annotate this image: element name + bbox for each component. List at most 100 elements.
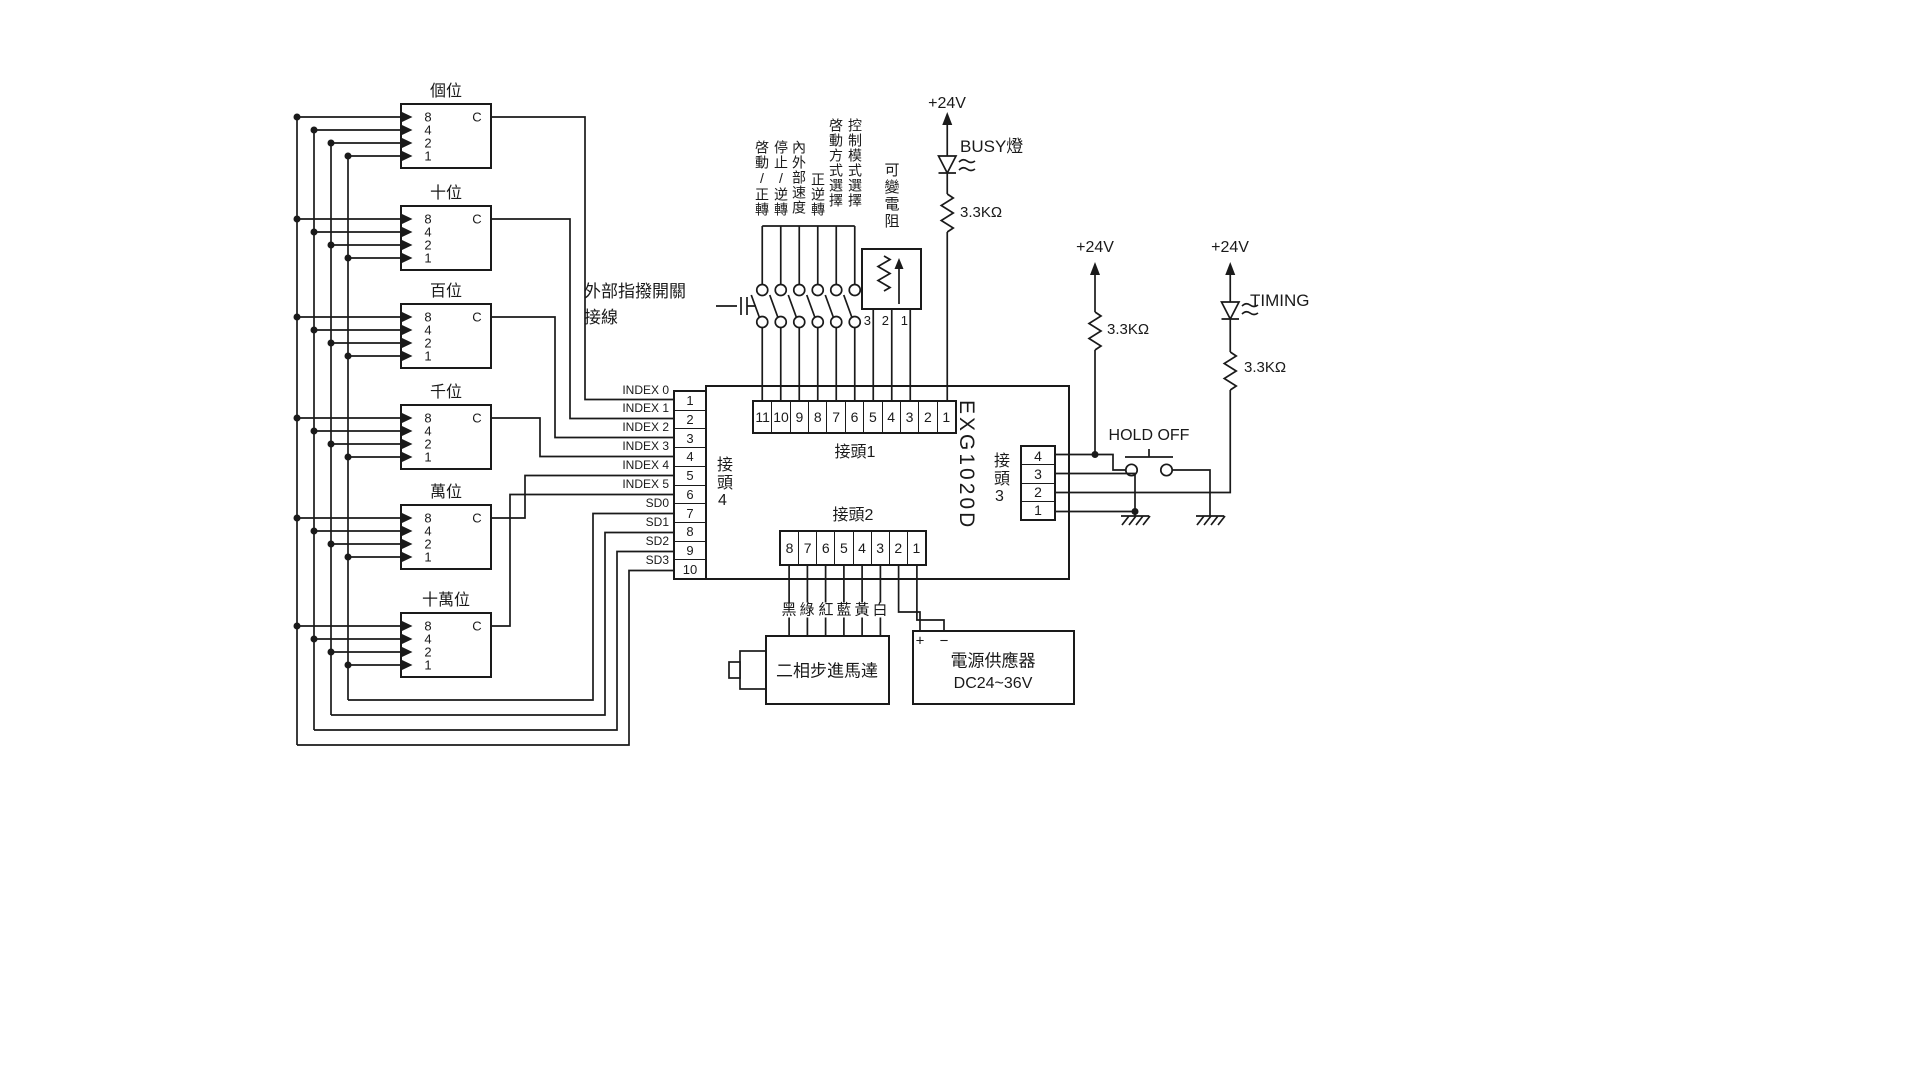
psu-rating: DC24~36V <box>953 675 1033 692</box>
vr-box <box>861 248 922 310</box>
switch-pin-label: 1 <box>424 449 432 465</box>
connector2-pin: 8 <box>785 540 794 556</box>
signal-label-index3: INDEX 3 <box>622 439 669 453</box>
thumbwheel-switch-thousands: 8 4 2 1 C <box>400 404 492 470</box>
connector3-pin: 3 <box>1022 464 1054 482</box>
vr-pin-label: 3 <box>863 313 871 328</box>
signal-label-sd3: SD3 <box>645 553 669 567</box>
connector2-wires <box>788 566 945 635</box>
switch-title-units: 個位 <box>429 83 463 100</box>
connector4-label: 接頭4 <box>714 456 731 511</box>
dip-function-3: 內外部速度 <box>791 140 807 215</box>
thumbwheel-switch-units: 8 4 2 1 C <box>400 103 492 169</box>
motor-box <box>765 635 890 705</box>
switch-pin-label: 4 <box>424 523 432 539</box>
switch-pin-label: 2 <box>424 644 432 660</box>
connector2-pin: 5 <box>834 532 852 564</box>
psu-name: 電源供應器 <box>950 651 1036 671</box>
switch-pin-label: 8 <box>424 309 432 325</box>
switch-common-label: C <box>472 618 482 634</box>
connector3-pin: 2 <box>1022 482 1054 501</box>
connector2: 8 7 6 5 4 3 2 1 <box>779 530 927 566</box>
switch-title-hundredthousands: 十萬位 <box>421 592 471 609</box>
switch-pin-label: 2 <box>424 335 432 351</box>
switch-pin-label: 2 <box>424 237 432 253</box>
connector1-pin: 3 <box>899 402 918 432</box>
connector4-pin: 2 <box>675 409 705 429</box>
switch-pin-label: 4 <box>424 322 432 338</box>
switch-pin-label: 4 <box>424 631 432 647</box>
switch-common-label: C <box>472 309 482 325</box>
signal-label-index5: INDEX 5 <box>622 477 669 491</box>
signal-label-sd1: SD1 <box>645 515 669 529</box>
switch-pin-label: 2 <box>424 436 432 452</box>
connector1-pin: 11 <box>755 409 770 425</box>
busy-supply-label: +24V <box>928 95 966 112</box>
thumbwheel-arrows <box>402 112 413 670</box>
motor-label: 二相步進馬達 <box>776 661 878 681</box>
switch-pin-label: 1 <box>424 549 432 565</box>
connector1-pin: 6 <box>844 402 863 432</box>
signal-label-sd2: SD2 <box>645 534 669 548</box>
connector4-pin: 1 <box>686 393 694 409</box>
connector4: 1 2 3 4 5 6 7 8 9 10 <box>673 390 707 580</box>
switch-pin-label: 1 <box>424 348 432 364</box>
switch-common-label: C <box>472 410 482 426</box>
switch-title-thousands: 千位 <box>429 384 463 401</box>
signal-label-index0: INDEX 0 <box>622 383 669 397</box>
connector4-pin: 9 <box>675 540 705 560</box>
motor-shaft <box>728 650 767 690</box>
thumbwheel-switch-hundredthousands: 8 4 2 1 C <box>400 612 492 678</box>
switch-common-label: C <box>472 211 482 227</box>
busy-led-circuit <box>937 112 976 400</box>
connector2-pin: 6 <box>816 532 834 564</box>
connector2-pin: 4 <box>852 532 871 564</box>
signal-label-index2: INDEX 2 <box>622 420 669 434</box>
junction-dots <box>293 113 1139 669</box>
dip-function-1: 啓動/正轉 <box>754 140 770 217</box>
connector3: 4 3 2 1 <box>1020 445 1056 521</box>
vr-label: 可變電阻 <box>882 162 900 230</box>
ground-symbols <box>1121 515 1226 526</box>
connector3-wires <box>1056 449 1211 516</box>
switch-pin-label: 8 <box>424 410 432 426</box>
dip-function-6: 控制模式選擇 <box>847 118 863 208</box>
wire-color-yellow: 黃 <box>853 601 871 619</box>
connector2-label: 接頭2 <box>832 507 874 524</box>
timing-led-circuit <box>1056 262 1259 494</box>
psu-plus-label: + <box>915 632 925 650</box>
switch-pin-label: 4 <box>424 423 432 439</box>
connector2-pin: 2 <box>888 532 907 564</box>
pullup-resistor-label: 3.3KΩ <box>1107 321 1150 338</box>
connector4-pin: 7 <box>675 503 705 522</box>
controller-model: EXG1020D <box>955 400 978 531</box>
dip-function-4: 正逆轉 <box>810 172 826 217</box>
switch-pin-label: 1 <box>424 657 432 673</box>
signal-label-index4: INDEX 4 <box>622 458 669 472</box>
wire-color-black: 黑 <box>780 601 798 619</box>
connector1: 11 10 9 8 7 6 5 4 3 2 1 <box>752 400 957 434</box>
timing-supply-label: +24V <box>1211 239 1249 256</box>
signal-label-sd0: SD0 <box>645 496 669 510</box>
connector4-pin: 6 <box>675 484 705 504</box>
connector4-pin: 3 <box>675 428 705 447</box>
connector1-pin: 4 <box>881 402 900 432</box>
connector1-pin: 1 <box>936 402 955 432</box>
connector1-pin: 9 <box>789 402 808 432</box>
connector1-pin: 10 <box>771 402 789 432</box>
connector3-pin: 4 <box>1034 447 1042 464</box>
psu-minus-label: − <box>939 632 949 650</box>
timing-resistor-label: 3.3KΩ <box>1244 359 1287 376</box>
timing-label: TIMING <box>1250 291 1310 310</box>
connector4-pin: 8 <box>675 521 705 541</box>
switch-title-tenthousands: 萬位 <box>429 484 463 501</box>
busy-resistor-label: 3.3KΩ <box>960 204 1003 221</box>
dip-function-2: 停止/逆轉 <box>773 140 789 217</box>
switch-pin-label: 4 <box>424 224 432 240</box>
connector2-pin: 7 <box>798 532 816 564</box>
note-line2: 接線 <box>584 308 618 327</box>
thumbwheel-switch-tenthousands: 8 4 2 1 C <box>400 504 492 570</box>
vr-pin-label: 1 <box>900 313 908 328</box>
index-wires <box>492 116 673 627</box>
